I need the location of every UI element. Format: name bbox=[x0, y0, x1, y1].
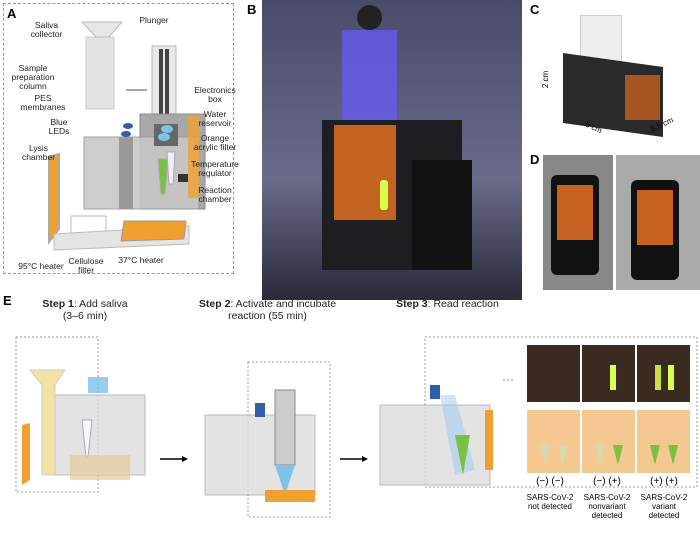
plunger bbox=[151, 45, 177, 122]
device-diagram bbox=[48, 21, 206, 251]
label-reaction: Reaction chamber bbox=[198, 185, 232, 204]
panel-c-label: C bbox=[530, 2, 540, 17]
panel-b-label: B bbox=[247, 2, 257, 17]
sample-prep-column bbox=[85, 36, 115, 110]
phone-photo-2 bbox=[616, 155, 700, 290]
step-diagrams bbox=[15, 336, 698, 518]
step-3-diagram bbox=[379, 336, 698, 488]
step-2-diagram bbox=[204, 361, 331, 518]
label-heater-37: 37°C heater bbox=[118, 255, 164, 265]
step-1-diagram bbox=[15, 336, 146, 493]
label-blue-leds: Blue LEDs bbox=[48, 117, 70, 136]
water-reservoir bbox=[161, 125, 173, 133]
label-temperature: Temperature regulator bbox=[191, 159, 239, 178]
heater-95 bbox=[48, 152, 60, 245]
result-photos bbox=[527, 345, 690, 473]
dim-height: 2 cm bbox=[541, 70, 551, 89]
result-signs-1: (−) (−) bbox=[536, 476, 564, 487]
label-saliva-collector: Saliva collector bbox=[30, 20, 63, 39]
reaction-tube bbox=[157, 158, 169, 195]
label-heater-95: 95°C heater bbox=[18, 261, 64, 271]
panel-d-label: D bbox=[530, 152, 540, 167]
label-plunger: Plunger bbox=[139, 15, 169, 25]
heater-37 bbox=[120, 220, 187, 242]
step-3-title: Step 3: Read reaction bbox=[396, 298, 499, 310]
blue-led-icon bbox=[123, 123, 133, 129]
saliva-collector bbox=[80, 21, 124, 38]
phone-photo-1 bbox=[543, 155, 613, 290]
label-electronics: Electronics box bbox=[194, 85, 236, 104]
result-signs-2: (−) (+) bbox=[593, 476, 621, 487]
orange-filter bbox=[188, 116, 200, 198]
result-signs-3: (+) (+) bbox=[650, 476, 678, 487]
label-water: Water reservoir bbox=[198, 109, 232, 128]
device-size-photo: 2 cm 5 cm 5.5 cm bbox=[541, 5, 700, 150]
panel-e-label: E bbox=[3, 293, 12, 308]
label-orange-filter: Orange acrylic filter bbox=[193, 133, 237, 152]
step-1-title: Step 1: Add saliva(3–6 min) bbox=[42, 298, 128, 322]
device-photo bbox=[262, 0, 522, 300]
label-pes: PES membranes bbox=[20, 93, 66, 112]
label-sample-prep: Sample preparation column bbox=[11, 63, 55, 91]
label-cellulose: Cellulose filter bbox=[68, 256, 104, 275]
label-lysis: Lysis chamber bbox=[21, 143, 56, 162]
lysis-chamber bbox=[83, 136, 200, 210]
panel-a: A Saliva collector Sample preparation co… bbox=[3, 3, 239, 275]
panel-a-label: A bbox=[7, 6, 17, 21]
